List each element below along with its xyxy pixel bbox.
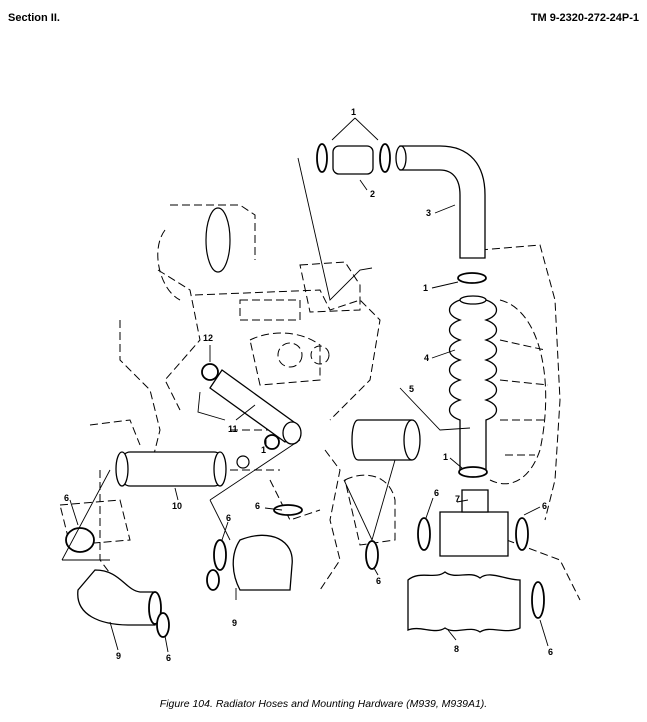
callout-1: 1	[443, 452, 449, 462]
callout-6: 6	[376, 576, 382, 586]
hose-10	[115, 451, 227, 487]
callout-6: 6	[64, 493, 70, 503]
upper-hose-assembly	[316, 143, 486, 259]
callout-6: 6	[434, 488, 440, 498]
hose-5	[351, 419, 421, 461]
callout-7: 7	[455, 494, 461, 504]
callout-11: 11	[228, 424, 238, 434]
callout-8: 8	[454, 644, 460, 654]
tm-number: TM 9-2320-272-24P-1	[530, 12, 639, 24]
bellows-hose-8	[407, 571, 545, 633]
callout-2: 2	[370, 189, 376, 199]
callout-6: 6	[548, 647, 554, 657]
elbow-hose-9-left	[65, 527, 170, 638]
hose-11	[201, 363, 302, 450]
bellows-hose-assembly	[448, 272, 498, 478]
callout-5: 5	[409, 384, 415, 394]
callout-6: 6	[226, 513, 232, 523]
leader-lines	[61, 117, 549, 653]
elbow-hose-9-center	[206, 504, 379, 591]
callout-4: 4	[424, 353, 430, 363]
callout-1: 1	[351, 107, 357, 117]
callout-6: 6	[166, 653, 172, 663]
section-label: Section II.	[8, 12, 60, 24]
callout-6: 6	[255, 501, 261, 511]
callout-9: 9	[232, 618, 238, 628]
callout-6: 6	[542, 501, 548, 511]
callout-9: 9	[116, 651, 122, 661]
callout-10: 10	[172, 501, 183, 511]
callout-3: 3	[426, 208, 432, 218]
tee-fitting-7	[417, 489, 529, 557]
callout-12: 12	[203, 333, 214, 343]
callout-1: 1	[261, 445, 267, 455]
callout-1: 1	[423, 283, 429, 293]
figure-caption: Figure 104. Radiator Hoses and Mounting …	[159, 698, 488, 710]
